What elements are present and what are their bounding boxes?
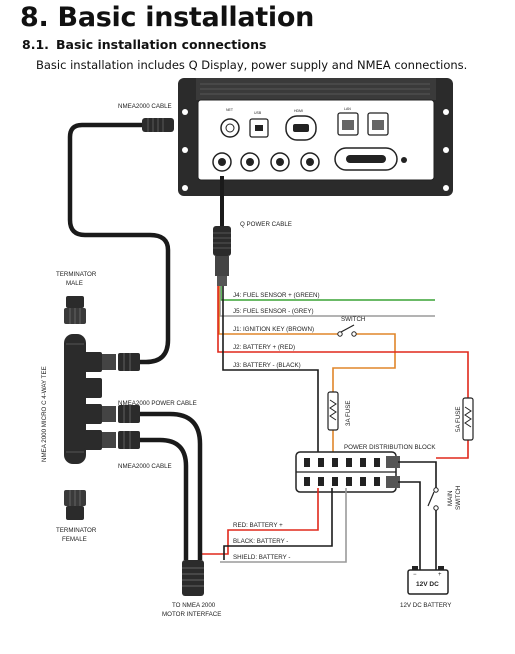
label-terminator-male-1: TERMINATOR <box>56 271 97 278</box>
label-shield-battery: SHIELD: BATTERY - <box>233 554 290 561</box>
label-power-distribution-block: POWER DISTRIBUTION BLOCK <box>344 444 436 451</box>
page-title: 8. Basic installation <box>20 2 315 33</box>
battery-wires <box>202 461 437 570</box>
svg-text:HDMI: HDMI <box>294 109 303 113</box>
label-fuse-5a: 5A FUSE <box>455 407 462 432</box>
main-switch <box>427 487 439 511</box>
label-nmea2000-power-cable: NMEA2000 POWER CABLE <box>118 400 197 407</box>
label-to-nmea-1: TO NMEA 2000 <box>172 602 216 609</box>
fuse-3a <box>327 391 339 431</box>
label-terminator-female-1: TERMINATOR <box>56 527 97 534</box>
svg-text:+: + <box>438 572 442 578</box>
intro-text: Basic installation includes Q Display, p… <box>36 58 468 72</box>
section-heading: 8.1. Basic installation connections <box>22 37 266 52</box>
label-j2: J2: BATTERY + (RED) <box>233 344 295 351</box>
nmea-port <box>220 118 240 138</box>
label-to-nmea-2: MOTOR INTERFACE <box>162 611 221 618</box>
tee-cable-connector-3 <box>118 431 140 449</box>
label-red-battery: RED: BATTERY + <box>233 522 283 529</box>
label-fuse-3a: 3A FUSE <box>345 401 352 426</box>
label-black-battery: BLACK: BATTERY - <box>233 538 288 545</box>
antenna-port <box>401 157 407 163</box>
motor-interface-connector <box>182 560 204 596</box>
label-terminator-female-2: FEMALE <box>62 536 87 543</box>
power-distribution-block <box>295 451 400 493</box>
label-battery-voltage: 12V DC <box>416 581 439 588</box>
motor-interface-cables <box>140 411 203 560</box>
label-j4: J4: FUEL SENSOR + (GREEN) <box>233 292 320 299</box>
battery: − + <box>407 566 449 595</box>
svg-text:LAN: LAN <box>344 107 351 111</box>
label-switch: SWITCH <box>341 316 365 323</box>
nmea2000-cable-top <box>67 118 174 365</box>
power-cable-wires <box>217 286 469 462</box>
svg-text:−: − <box>413 572 417 578</box>
label-main-switch-1: MAIN <box>447 491 454 506</box>
label-terminator-male-2: MALE <box>66 280 83 287</box>
section-number: 8.1. <box>22 37 49 52</box>
tee-cable-connector-1 <box>118 353 140 371</box>
label-j1: J1: IGNITION KEY (BROWN) <box>233 326 314 333</box>
label-q-power-cable: Q POWER CABLE <box>240 221 292 228</box>
mount-hole-right <box>443 185 449 191</box>
q-display-unit: NET USB HDMI LAN <box>178 78 453 196</box>
svg-text:NET: NET <box>226 108 234 112</box>
label-j5: J5: FUEL SENSOR - (GREY) <box>233 308 314 315</box>
nmea-4-way-tee <box>64 334 140 464</box>
label-j3: J3: BATTERY - (BLACK) <box>233 362 301 369</box>
label-nmea2000-cable-mid: NMEA2000 CABLE <box>118 463 172 470</box>
label-main-switch-2: SWITCH <box>455 486 462 510</box>
terminator-male <box>64 296 86 324</box>
tee-cable-connector-2 <box>118 405 140 423</box>
mount-hole-left <box>182 185 188 191</box>
label-nmea2000-cable-top: NMEA2000 CABLE <box>118 103 172 110</box>
q-power-cable-connector <box>213 176 231 286</box>
label-battery: 12V DC BATTERY <box>400 602 451 609</box>
switch-symbol <box>337 324 357 337</box>
fuse-5a <box>462 397 474 441</box>
label-tee: NMEA 2000 MICRO C 4-WAY TEE <box>41 366 48 462</box>
svg-text:USB: USB <box>254 111 262 115</box>
terminator-female <box>64 490 86 520</box>
section-title: Basic installation connections <box>56 37 267 52</box>
